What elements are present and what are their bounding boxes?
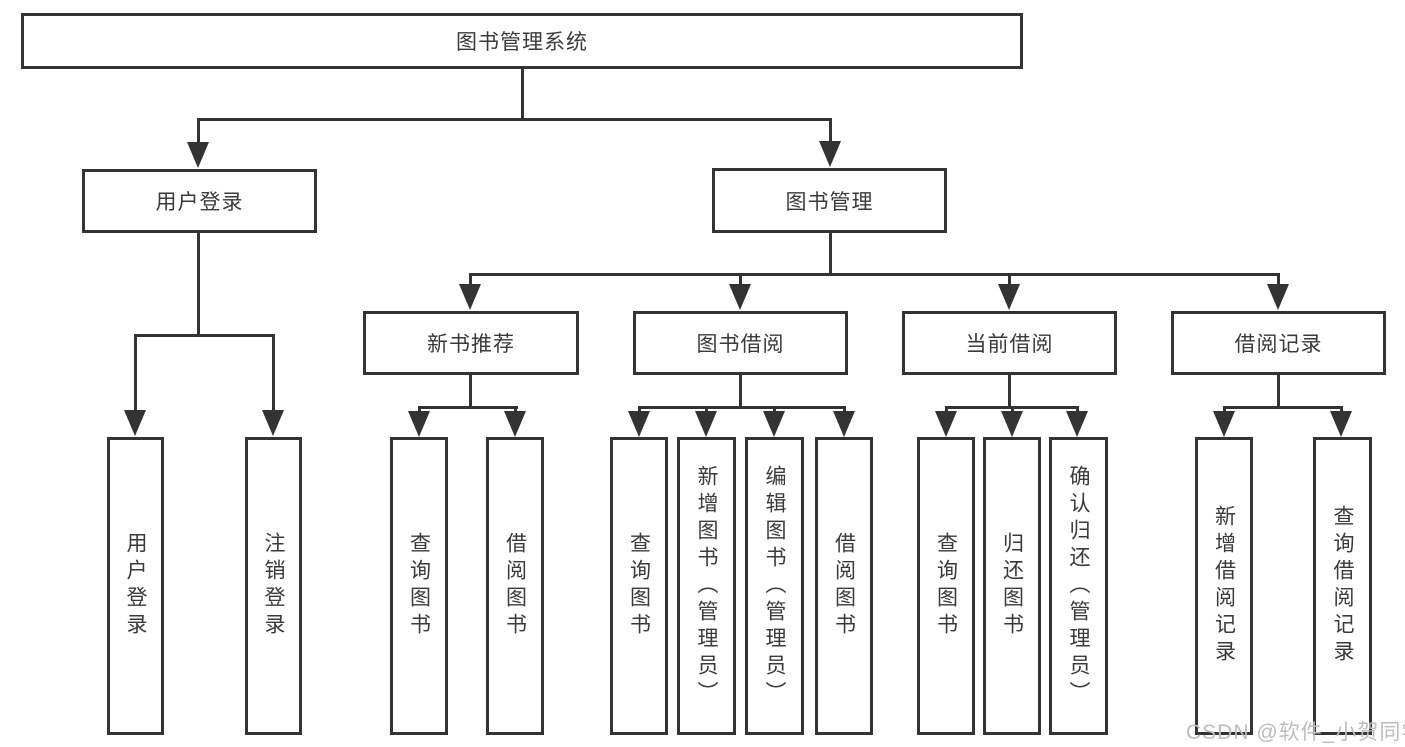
arrow-down-icon bbox=[763, 411, 785, 437]
arrow-down-icon bbox=[187, 142, 209, 168]
connector-line bbox=[197, 118, 200, 146]
connector-line bbox=[739, 375, 742, 409]
leaf-borrow-query-books: 查询图书 bbox=[610, 437, 668, 735]
arrow-down-icon bbox=[833, 411, 855, 437]
node-new-book-recommend: 新书推荐 bbox=[363, 311, 579, 375]
leaf-add-borrow-record-label: 新增借阅记录 bbox=[1212, 505, 1236, 667]
node-book-management: 图书管理 bbox=[712, 168, 947, 233]
leaf-current-query-books: 查询图书 bbox=[917, 437, 975, 735]
node-borrow-records: 借阅记录 bbox=[1171, 311, 1386, 375]
leaf-user-login-label: 用户登录 bbox=[124, 532, 147, 640]
leaf-add-borrow-record: 新增借阅记录 bbox=[1195, 437, 1253, 735]
connector-line bbox=[469, 375, 472, 409]
leaf-user-login: 用户登录 bbox=[107, 437, 164, 735]
leaf-borrow-books-label: 借阅图书 bbox=[832, 532, 856, 640]
node-book-borrow: 图书借阅 bbox=[633, 311, 848, 375]
arrow-down-icon bbox=[262, 410, 284, 436]
leaf-borrow-books: 借阅图书 bbox=[815, 437, 873, 735]
node-new-book-recommend-label: 新书推荐 bbox=[427, 333, 515, 356]
connector-line bbox=[1277, 375, 1280, 409]
leaf-logout: 注销登录 bbox=[245, 437, 302, 735]
leaf-edit-books-admin-label: 编辑图书（管理员） bbox=[763, 464, 786, 708]
arrow-down-icon bbox=[459, 284, 481, 310]
connector-line bbox=[1223, 406, 1343, 409]
leaf-logout-label: 注销登录 bbox=[262, 532, 285, 640]
node-user-login: 用户登录 bbox=[82, 169, 317, 233]
leaf-query-borrow-record-label: 查询借阅记录 bbox=[1331, 505, 1354, 667]
arrow-down-icon bbox=[1213, 411, 1235, 437]
leaf-borrow-query-books-label: 查询图书 bbox=[627, 532, 651, 640]
arrow-down-icon bbox=[408, 411, 430, 437]
arrow-down-icon bbox=[1330, 411, 1352, 437]
arrow-down-icon bbox=[998, 284, 1020, 310]
leaf-query-borrow-record: 查询借阅记录 bbox=[1313, 437, 1372, 735]
connector-line bbox=[1277, 273, 1280, 288]
arrow-down-icon bbox=[1001, 411, 1023, 437]
node-root-label: 图书管理系统 bbox=[456, 31, 588, 54]
leaf-current-query-books-label: 查询图书 bbox=[934, 532, 958, 640]
connector-line bbox=[134, 334, 137, 414]
connector-line bbox=[197, 118, 832, 121]
connector-line bbox=[1008, 273, 1011, 288]
node-current-borrow-label: 当前借阅 bbox=[965, 333, 1054, 356]
connector-line bbox=[197, 233, 200, 337]
node-borrow-records-label: 借阅记录 bbox=[1234, 333, 1323, 356]
connector-line bbox=[469, 273, 1280, 276]
connector-line bbox=[134, 334, 275, 337]
arrow-down-icon bbox=[504, 411, 526, 437]
arrow-down-icon bbox=[628, 411, 650, 437]
connector-line bbox=[829, 118, 832, 146]
leaf-return-books-label: 归还图书 bbox=[1000, 532, 1024, 640]
leaf-recommend-borrow-books: 借阅图书 bbox=[486, 437, 544, 735]
leaf-confirm-return-admin: 确认归还（管理员） bbox=[1049, 437, 1108, 735]
leaf-add-books-admin-label: 新增图书（管理员） bbox=[695, 464, 718, 708]
node-current-borrow: 当前借阅 bbox=[902, 311, 1117, 375]
leaf-recommend-query-books-label: 查询图书 bbox=[407, 532, 431, 640]
leaf-confirm-return-admin-label: 确认归还（管理员） bbox=[1067, 464, 1090, 708]
connector-line bbox=[1008, 375, 1011, 409]
connector-line bbox=[469, 273, 472, 288]
arrow-down-icon bbox=[819, 141, 841, 167]
arrow-down-icon bbox=[695, 411, 717, 437]
leaf-edit-books-admin: 编辑图书（管理员） bbox=[745, 437, 804, 735]
csdn-watermark: CSDN @软件_小贺同学 bbox=[1186, 721, 1405, 744]
arrow-down-icon bbox=[124, 410, 146, 436]
connector-line bbox=[829, 233, 832, 275]
node-book-management-label: 图书管理 bbox=[785, 190, 874, 214]
node-book-borrow-label: 图书借阅 bbox=[696, 333, 785, 356]
leaf-return-books: 归还图书 bbox=[983, 437, 1041, 735]
connector-line bbox=[418, 406, 518, 409]
connector-line bbox=[272, 334, 275, 414]
connector-line bbox=[521, 69, 524, 121]
arrow-down-icon bbox=[1066, 411, 1088, 437]
leaf-add-books-admin: 新增图书（管理员） bbox=[677, 437, 736, 735]
arrow-down-icon bbox=[1267, 284, 1289, 310]
leaf-recommend-query-books: 查询图书 bbox=[390, 437, 448, 735]
node-root: 图书管理系统 bbox=[21, 13, 1023, 69]
arrow-down-icon bbox=[729, 284, 751, 310]
connector-line bbox=[638, 406, 846, 409]
node-user-login-label: 用户登录 bbox=[155, 191, 244, 214]
leaf-recommend-borrow-books-label: 借阅图书 bbox=[503, 532, 527, 640]
connector-line bbox=[739, 273, 742, 288]
arrow-down-icon bbox=[935, 411, 957, 437]
